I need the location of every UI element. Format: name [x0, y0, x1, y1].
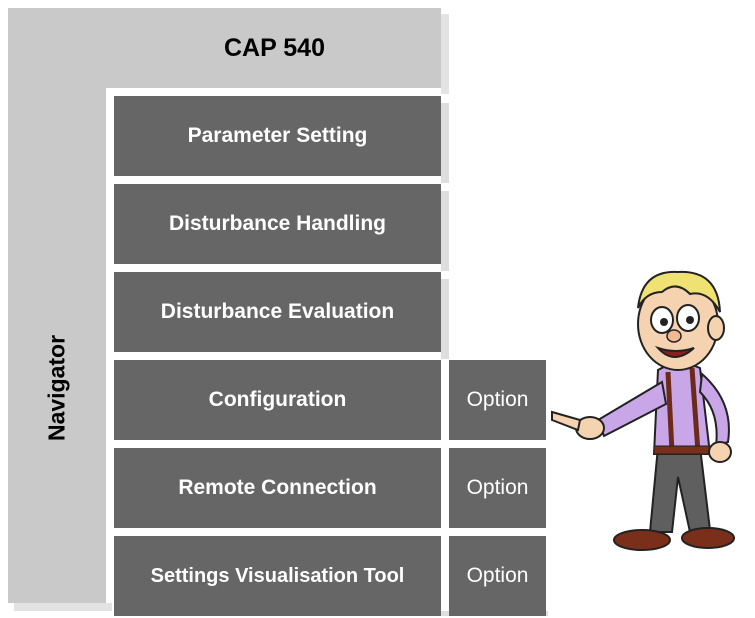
button-shadow — [441, 191, 449, 271]
button-shadow — [441, 279, 449, 359]
configuration-option-button[interactable]: Option — [449, 360, 546, 440]
button-shadow — [441, 103, 449, 183]
configuration-button[interactable]: Configuration — [114, 360, 441, 440]
cartoon-man-pointing-icon — [551, 270, 735, 551]
settings-visualisation-option-button[interactable]: Option — [449, 536, 546, 616]
parameter-setting-button[interactable]: Parameter Setting — [114, 96, 441, 176]
remote-connection-option-button[interactable]: Option — [449, 448, 546, 528]
disturbance-handling-button[interactable]: Disturbance Handling — [114, 184, 441, 264]
settings-visualisation-tool-button[interactable]: Settings Visualisation Tool — [114, 536, 441, 616]
remote-connection-button[interactable]: Remote Connection — [114, 448, 441, 528]
navigator-label: Navigator — [43, 334, 70, 442]
navigator-sidebar: Navigator — [8, 88, 106, 603]
frame-shadow — [441, 14, 449, 94]
app-title: CAP 540 — [8, 8, 441, 88]
frame-shadow — [14, 603, 112, 611]
disturbance-evaluation-button[interactable]: Disturbance Evaluation — [114, 272, 441, 352]
